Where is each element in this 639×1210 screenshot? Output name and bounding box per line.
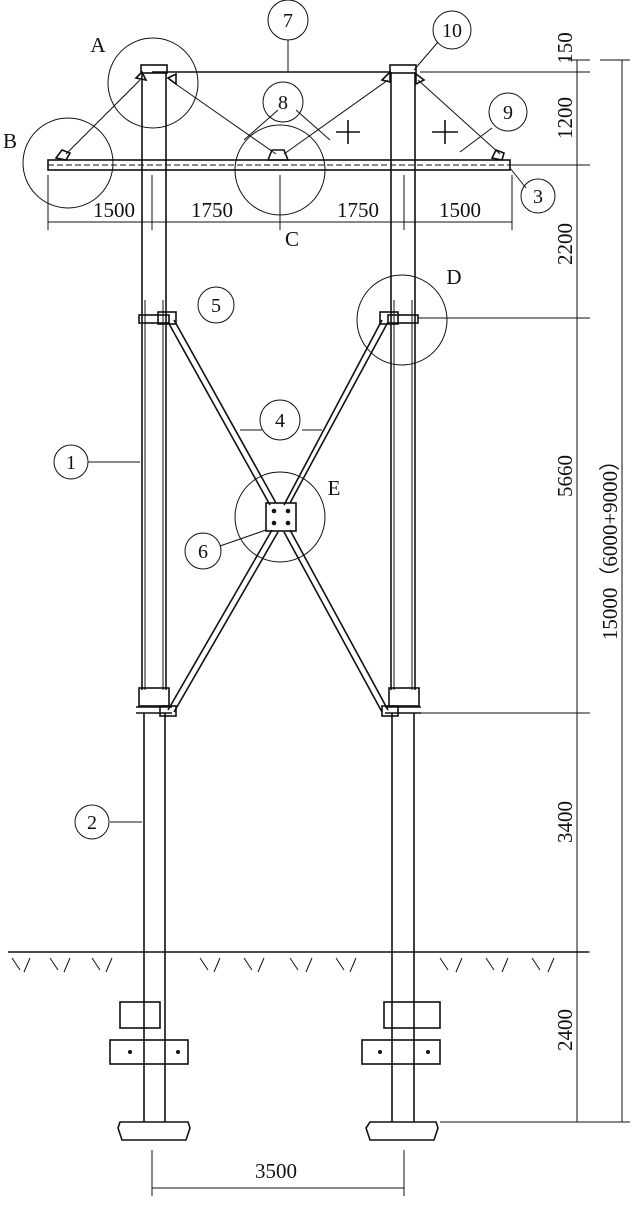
detail-label-b: B: [3, 129, 17, 153]
part-number-7: 7: [267, 0, 309, 41]
dim-top-1: 1500: [93, 198, 135, 222]
cross-arm: [47, 148, 511, 171]
svg-text:9: 9: [503, 102, 513, 124]
dim-top-2: 1750: [191, 198, 233, 222]
dim-top-3: 1750: [337, 198, 379, 222]
dim-pole-spacing: 3500: [255, 1159, 297, 1183]
detail-label-e: E: [328, 476, 341, 500]
part-number-6: 6: [184, 532, 222, 570]
dim-overall-height: 15000（6000+9000）: [598, 450, 622, 640]
dimension-texts: 1500 1750 1750 1500 3500 150 1200 2200 5…: [93, 32, 622, 1183]
dim-v-2400: 2400: [553, 1009, 577, 1051]
svg-text:3: 3: [533, 186, 543, 208]
left-pole: [109, 64, 191, 1141]
svg-text:6: 6: [198, 541, 208, 563]
dimension-lines: [47, 59, 630, 1196]
detail-label-c: C: [285, 227, 299, 251]
right-pole: [361, 64, 441, 1141]
svg-text:10: 10: [442, 20, 462, 42]
dim-top-4: 1500: [439, 198, 481, 222]
part-number-5: 5: [197, 286, 235, 324]
detail-label-d: D: [446, 265, 461, 289]
dim-v-150: 150: [553, 32, 577, 64]
part-number-callouts: 1 2 3 4 5 6 7 8: [53, 0, 556, 840]
part-number-9: 9: [488, 92, 528, 132]
svg-text:2: 2: [87, 812, 97, 834]
part-number-10: 10: [432, 10, 472, 50]
top-braces: [65, 70, 501, 155]
part-number-3: 3: [520, 178, 556, 214]
detail-letter-labels: A B C D E: [3, 33, 462, 500]
detail-circles: [22, 37, 448, 563]
svg-text:1: 1: [66, 452, 76, 474]
dim-v-3400: 3400: [553, 801, 577, 843]
dim-v-1200: 1200: [553, 97, 577, 139]
svg-text:8: 8: [278, 92, 288, 114]
part-number-4: 4: [259, 399, 301, 441]
leader-lines: [88, 40, 527, 823]
x-bracing: [159, 319, 399, 717]
part-number-8: 8: [262, 81, 304, 123]
ground-line: [8, 951, 588, 973]
svg-text:7: 7: [283, 10, 293, 32]
svg-text:5: 5: [211, 295, 221, 317]
dim-v-2200: 2200: [553, 223, 577, 265]
detail-label-a: A: [90, 33, 106, 57]
part-number-2: 2: [74, 804, 110, 840]
part-number-1: 1: [53, 444, 89, 480]
svg-text:4: 4: [275, 410, 285, 432]
dim-v-5660: 5660: [553, 455, 577, 497]
